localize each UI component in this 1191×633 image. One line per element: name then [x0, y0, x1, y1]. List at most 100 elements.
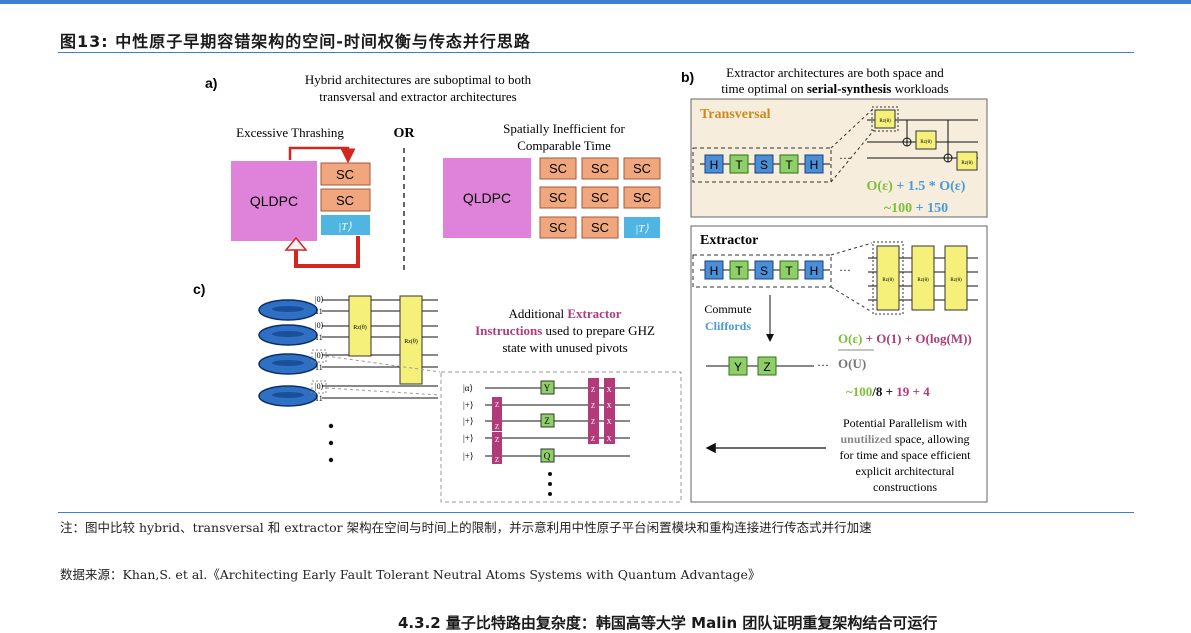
qldpc-label-right: QLDPC: [463, 190, 511, 206]
gate-label: H: [710, 158, 719, 172]
figure-diagram: a) Hybrid architectures are suboptimal t…: [193, 65, 988, 503]
panel-c-annotation-2: Instructions used to prepare GHZ: [475, 323, 655, 338]
ghz-circuit-box: [440, 371, 682, 503]
next-section-heading: 4.3.2 量子比特路由复杂度：韩国高等大学 Malin 团队证明重复架构结合可…: [398, 614, 938, 632]
rz-gate: [956, 151, 978, 171]
ket-1: 11: [315, 333, 323, 342]
ket-plus: |+⟩: [463, 451, 473, 461]
parallel-line: explicit architectural: [856, 464, 956, 478]
figure-title: 图13: 中性原子早期容错架构的空间-时间权衡与传态并行思路: [60, 32, 531, 51]
ket-plus: |+⟩: [463, 416, 473, 426]
y-label: Y: [544, 383, 551, 393]
qldpc-label-left: QLDPC: [250, 193, 298, 209]
panel-a-label: a): [205, 75, 217, 91]
z-label: Z: [495, 456, 499, 464]
y-label: Y: [734, 360, 742, 374]
parallel-line: constructions: [873, 480, 937, 494]
zoom-lines-transversal: [830, 107, 875, 183]
ket-0: |0⟩: [315, 351, 324, 360]
sc-block-left-2: [320, 188, 371, 212]
commute-label: Commute: [704, 302, 751, 316]
gate-label: H: [810, 158, 819, 172]
rz-gate-c-2: [399, 295, 423, 385]
x-label: X: [606, 418, 611, 426]
t-state-label: |T⟩: [338, 221, 352, 233]
dots-ghz: [548, 472, 552, 496]
parallelism-text: Potential Parallelism with unutilized sp…: [839, 416, 971, 494]
z-label: Z: [544, 416, 550, 426]
ellipsis: ···: [839, 263, 851, 277]
rz-label: Rz(θ): [882, 278, 894, 283]
z-label: Z: [763, 360, 770, 374]
figure-note: 注：图中比较 hybrid、transversal 和 extractor 架构…: [60, 520, 872, 535]
sc-label: SC: [549, 161, 567, 176]
extractor-gate-group: [692, 254, 832, 288]
rz-label: Rz(θ): [879, 119, 891, 124]
rz-label: Rz(θ): [404, 338, 418, 345]
sc-label: SC: [336, 193, 354, 208]
rz-label: Rz(θ): [920, 140, 932, 145]
ket-0: |0⟩: [315, 382, 324, 391]
sc-grid: SC SC SC SC SC SC SC SC |T⟩: [539, 157, 661, 239]
gate-label: S: [760, 158, 768, 172]
ket-0: |0⟩: [315, 295, 324, 304]
ellipsis: ···: [839, 151, 851, 165]
sc-label: SC: [591, 220, 609, 235]
ket-0: |0⟩: [315, 321, 324, 330]
caption-rule: [58, 512, 1134, 513]
dots-c: [328, 423, 334, 463]
title-rule: [58, 52, 1134, 53]
x-label: X: [606, 386, 611, 394]
cliffords-label: Cliffords: [705, 319, 751, 333]
rz-highlight: [872, 241, 904, 315]
rz-label: Rz(θ): [917, 278, 929, 283]
rz-highlight: [871, 106, 899, 132]
ellipsis: ···: [817, 358, 829, 372]
t-state-label: |T⟩: [635, 223, 649, 235]
panel-c-label: c): [193, 281, 205, 297]
ket-alpha: |α⟩: [463, 383, 473, 393]
ket-labels: |0⟩ 11 |0⟩ 11 |0⟩ 11 |0⟩ 11: [315, 295, 324, 403]
rz-gate: [876, 245, 900, 311]
panel-c-annotation-1: Additional Extractor: [509, 306, 622, 321]
ghz-kets: |α⟩ |+⟩ |+⟩ |+⟩ |+⟩: [463, 383, 473, 461]
ghz-gates: Z Z Z Z Y Z Q Z Z Z Z X X X X: [492, 378, 615, 464]
qldpc-block-right: [443, 158, 531, 238]
gate-label: T: [735, 264, 743, 278]
rz-label: Rz(θ): [961, 161, 973, 166]
ket-1: 11: [315, 363, 323, 372]
rz-gate: [915, 130, 937, 150]
gate-label: S: [760, 264, 768, 278]
sc-label: SC: [549, 190, 567, 205]
rz-gate: [911, 245, 935, 311]
transversal-gate-group: [692, 147, 832, 183]
sc-label: SC: [633, 190, 651, 205]
rz-gate-c-1: [348, 295, 372, 357]
zoom-lines-extractor: [830, 242, 873, 313]
extractor-numbers: ~100/8 + 19 + 4: [846, 384, 930, 399]
gate-label: H: [810, 264, 819, 278]
y-gate: [728, 356, 748, 376]
parallel-line: for time and space efficient: [839, 448, 971, 462]
ket-1: 11: [315, 307, 323, 316]
panel-c-annotation-3: state with unused pivots: [502, 340, 627, 355]
x-label: X: [606, 402, 611, 410]
x-label: X: [606, 435, 611, 443]
transversal-gates: H T S T H: [704, 154, 824, 174]
gate-label: T: [735, 158, 743, 172]
qldpc-block-left: [231, 161, 317, 241]
z-label: Z: [591, 418, 595, 426]
ket-1: 11: [315, 394, 323, 403]
transversal-numbers: ~100 + 150: [884, 201, 948, 216]
gate-label: H: [710, 264, 719, 278]
transversal-formula: O(ε) + 1.5 * O(ε): [867, 179, 966, 194]
t-state-block-left: [321, 215, 370, 235]
spatially-inefficient-caption-1: Spatially Inefficient for: [503, 121, 625, 136]
top-accent-bar: [0, 0, 1191, 4]
sc-label: SC: [336, 167, 354, 182]
zoom-lines-c: [325, 355, 441, 396]
extractor-formula: O(ε) + O(1) + O(log(M)): [838, 331, 972, 346]
panel-b-heading-1: Extractor architectures are both space a…: [726, 65, 944, 80]
z-label: Z: [495, 401, 499, 409]
rz-label: Rz(θ): [950, 278, 962, 283]
